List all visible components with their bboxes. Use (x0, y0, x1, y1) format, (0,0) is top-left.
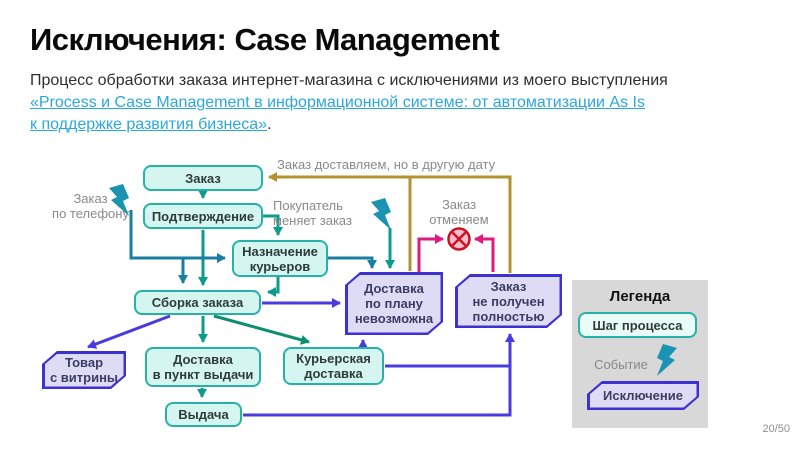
event-drugaya-data: Заказ доставляем, но в другую дату (277, 157, 496, 172)
legend-process-step: Шаг процесса (578, 312, 697, 338)
step-podtverzhdenie-label: Подтверждение (151, 208, 255, 224)
blue-exception-arrows (87, 298, 515, 417)
step-naznachenie-label: Назначение курьеров (242, 243, 318, 274)
arrow-nevozmozhna-cancel (417, 234, 444, 272)
step-dostavka-v-punkt: Доставка в пункт выдачи (145, 347, 261, 387)
event-zakaz-po-telefonu: Заказ по телефону (52, 191, 129, 221)
step-vydacha: Выдача (165, 402, 242, 427)
step-sborka-zakaza: Сборка заказа (134, 290, 261, 315)
gold-reschedule-arrows (268, 172, 512, 273)
talk-link[interactable]: «Process и Case Management в информацион… (30, 94, 645, 133)
talk-link-line1: «Process и Case Management в информацион… (30, 94, 645, 111)
arrow-sborka-kurierskaya (213, 314, 310, 345)
arrow-podtverzhdenie-naznachenie (263, 214, 283, 236)
arrow-naznachenie-sborka (267, 277, 280, 297)
exception-ne-poluchen-label: Заказ не получен полностью (472, 278, 545, 324)
legend-lightning-icon (657, 344, 677, 376)
exception-tovar-s-vitriny: Товар с витрины (42, 351, 126, 389)
arrow-reschedule-to-zakaz (268, 172, 512, 273)
telefon-lightning-icon (109, 184, 129, 216)
page-number: 20/50 (762, 423, 790, 435)
arrow-sborka-tovar (87, 314, 171, 349)
exception-nevozmozhna-label: Доставка по плану невозможна (354, 281, 434, 326)
step-naznachenie-kurierov: Назначение курьеров (232, 240, 328, 277)
step-dostavka-punkt-label: Доставка в пункт выдачи (152, 352, 254, 382)
exception-tovar-label: Товар с витрины (49, 355, 119, 385)
step-sborka-label: Сборка заказа (151, 295, 244, 310)
exception-dostavka-nevozmozhna: Доставка по плану невозможна (345, 272, 443, 335)
step-kurierskaya-label: Курьерская доставка (296, 351, 371, 381)
steel-event-arrows (129, 210, 377, 284)
arrow-telefon-naznachenie (129, 210, 226, 263)
arrow-vydacha-zakaz-ne-poluchen (243, 333, 515, 417)
arrow-ne-poluchen-cancel (474, 234, 495, 272)
step-kurierskaya-dostavka: Курьерская доставка (283, 347, 384, 385)
arrow-naznachenie-dostavka-nevozmozhna (328, 256, 377, 269)
step-podtverzhdenie: Подтверждение (143, 203, 263, 229)
legend-event-label: Событие (594, 357, 648, 372)
legend-title: Легенда (609, 288, 671, 305)
cancel-event-icon (447, 227, 471, 251)
lightning-icons (109, 184, 677, 376)
legend-exception-label: Исключение (603, 388, 683, 403)
intro-text: Процесс обработки заказа интернет-магази… (30, 72, 668, 89)
green-flow-arrows (213, 314, 310, 345)
legend-process-step-label: Шаг процесса (592, 317, 683, 333)
exception-zakaz-ne-poluchen: Заказ не получен полностью (455, 274, 562, 328)
legend-exception: Исключение (587, 381, 699, 410)
event-zakaz-otmenyaem: Заказ отменяем (429, 197, 489, 227)
pink-cancel-arrows (417, 234, 495, 272)
intro-paragraph: Процесс обработки заказа интернет-магази… (30, 70, 770, 136)
step-vydacha-label: Выдача (178, 407, 229, 422)
page-title: Исключения: Case Management (30, 22, 500, 57)
pokupatel-lightning-icon (371, 198, 391, 230)
event-pokupatel-menyaet: Покупатель меняет заказ (273, 198, 352, 228)
talk-link-line2: к поддержке развития бизнеса» (30, 116, 268, 133)
step-zakaz-label: Заказ (185, 170, 221, 186)
step-zakaz: Заказ (143, 165, 263, 191)
intro-suffix: . (267, 116, 272, 133)
